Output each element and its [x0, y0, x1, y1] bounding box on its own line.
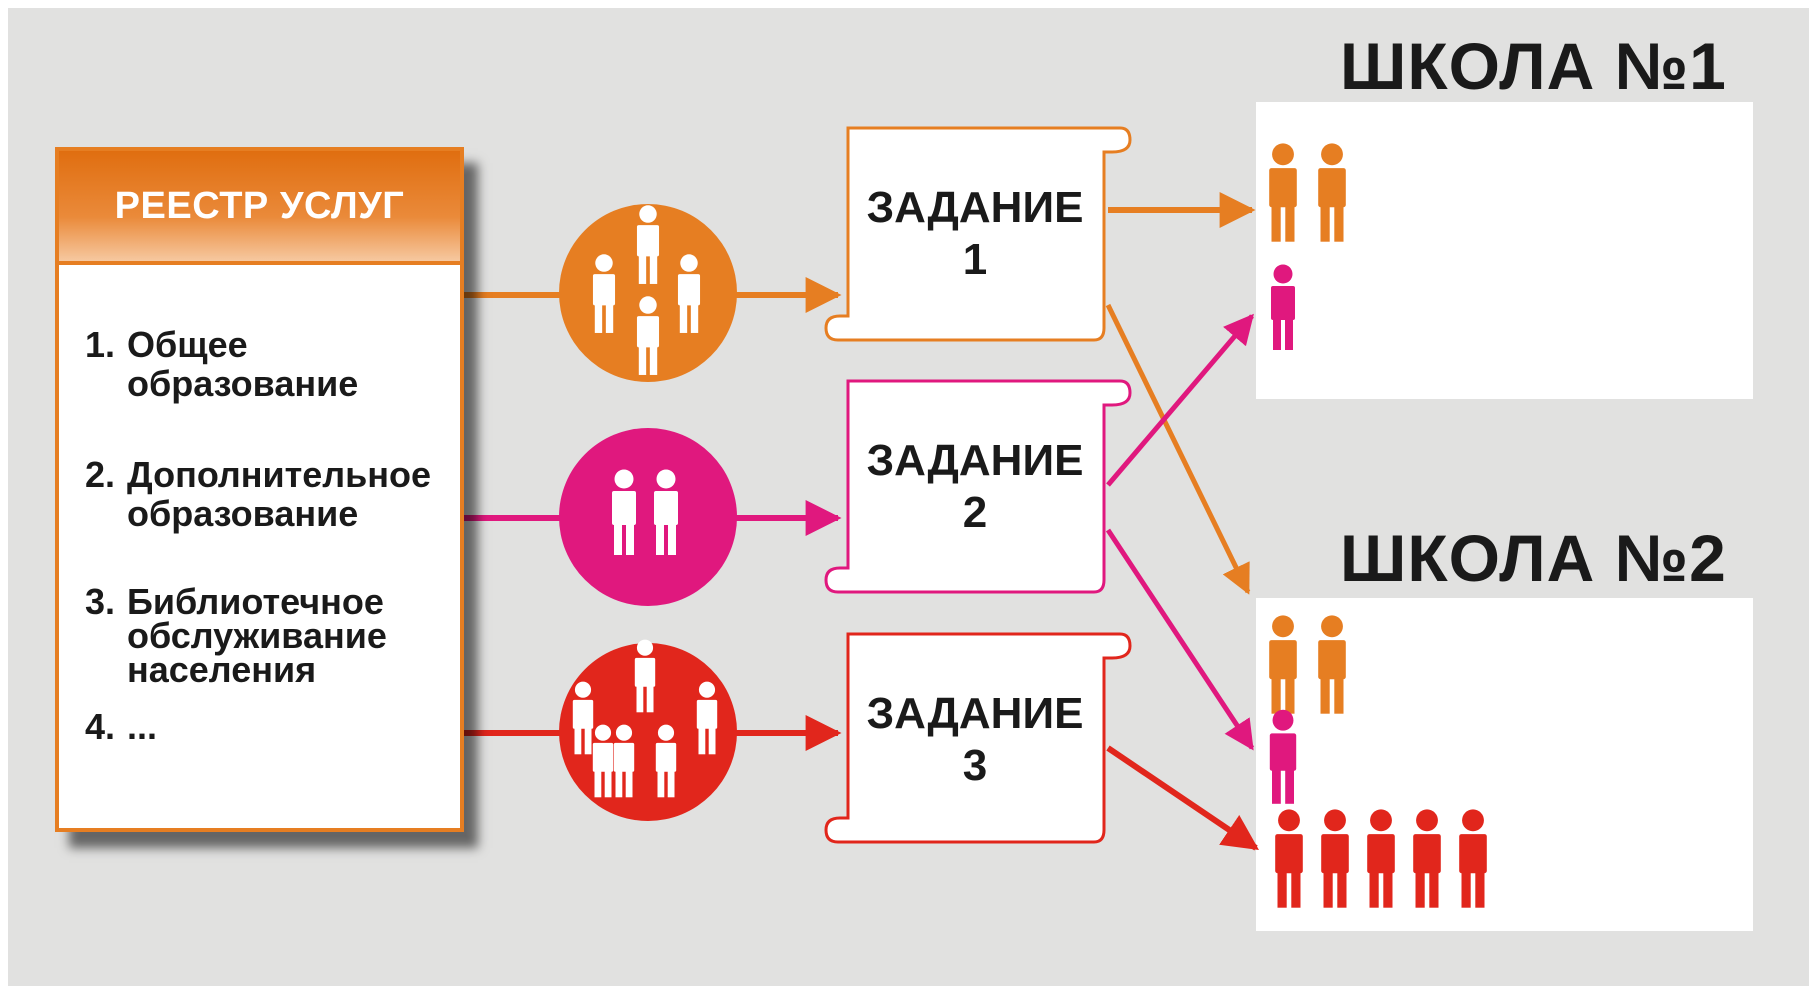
group-circle-general	[559, 204, 737, 382]
task-3-label: ЗАДАНИЕ 3	[866, 689, 1084, 790]
register-item-text: Дополнительное образование	[127, 454, 432, 534]
arrow-task-2-to-school-2	[1105, 528, 1255, 751]
services-register: РЕЕСТР УСЛУГ 1. Общее образование 2. Доп…	[55, 147, 464, 832]
task-1-label: ЗАДАНИЕ 1	[866, 183, 1084, 284]
register-item-text: Общее образование	[127, 324, 359, 404]
register-item: 3. Библиотечное обслуживание населения	[85, 581, 475, 690]
group-circle-additional	[559, 428, 737, 606]
register-item-number: 2.	[85, 454, 116, 495]
task-2-label: ЗАДАНИЕ 2	[866, 436, 1084, 537]
arrow-task-3-to-school-2	[1106, 745, 1259, 851]
register-item-number: 4.	[85, 706, 116, 747]
task-scroll-1	[824, 126, 1132, 342]
school-1-title: ШКОЛА №1	[1340, 29, 1727, 103]
register-list: 1. Общее образование 2. Дополнительное о…	[59, 265, 460, 825]
register-item: 4. ...	[85, 707, 475, 746]
register-header: РЕЕСТР УСЛУГ	[59, 151, 460, 265]
register-item: 2. Дополнительное образование	[85, 455, 475, 533]
register-item: 1. Общее образование	[85, 325, 475, 403]
arrow-task-2-to-school-1	[1106, 313, 1254, 487]
task-scroll-3	[824, 632, 1132, 844]
arrow-task-1-to-school-2	[1105, 303, 1251, 595]
register-item-text: Библиотечное обслуживание населения	[127, 581, 387, 690]
register-item-text: ...	[127, 706, 158, 747]
register-title: РЕЕСТР УСЛУГ	[114, 184, 405, 227]
school-2-title: ШКОЛА №2	[1340, 521, 1727, 595]
group-circle-library	[559, 639, 737, 821]
register-item-number: 1.	[85, 324, 116, 365]
register-item-number: 3.	[85, 581, 116, 622]
task-scroll-2	[824, 379, 1132, 594]
